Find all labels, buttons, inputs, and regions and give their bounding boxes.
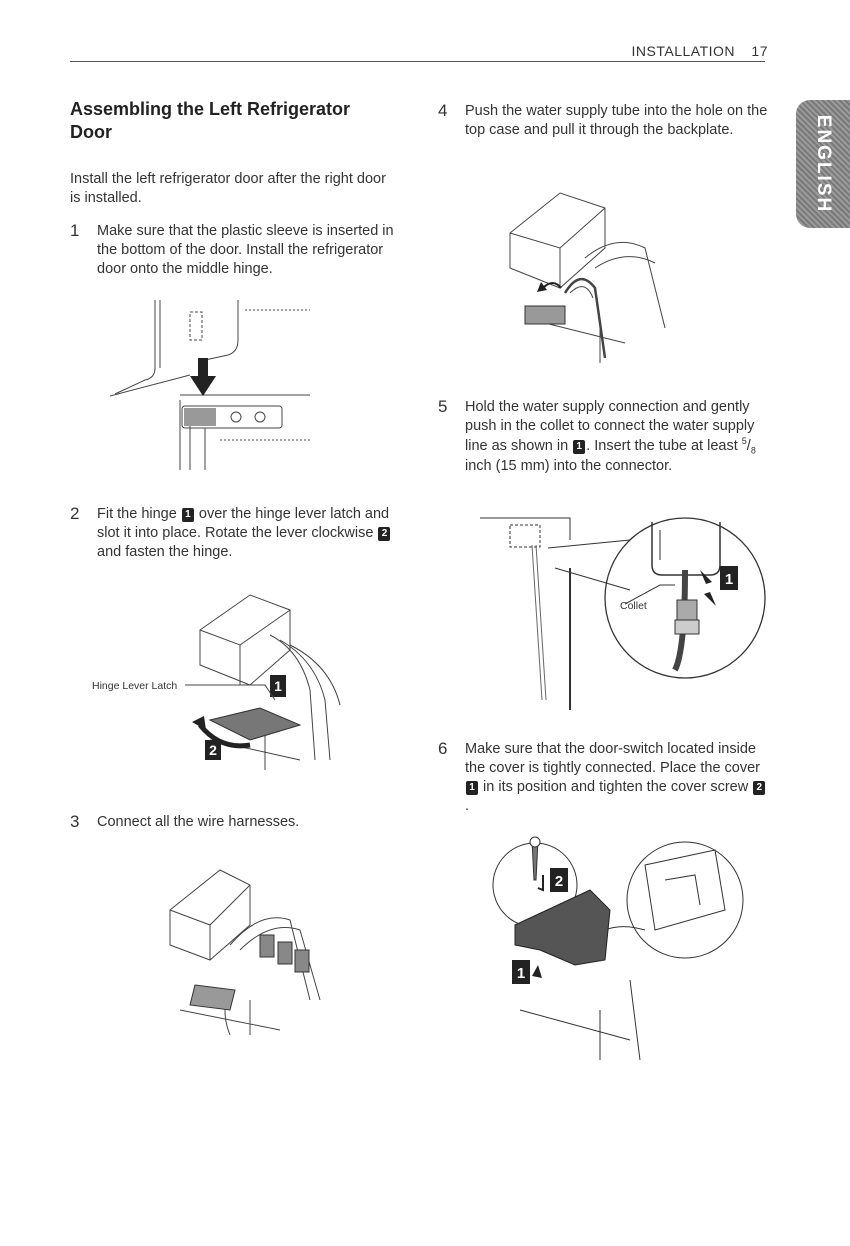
step-text-a: Hold the water supply connection and gen… xyxy=(465,399,755,454)
fraction-denominator: 8 xyxy=(750,445,756,456)
callout-badge-2: 2 xyxy=(378,526,391,541)
language-tab: ENGLISH xyxy=(796,100,850,228)
step-text: Connect all the wire harnesses. xyxy=(97,814,300,830)
step-text-c: inch (15 mm) into the connector. xyxy=(465,458,673,475)
header-text: INSTALLATION 17 xyxy=(632,43,768,59)
step-6: 6 Make sure that the door-switch located… xyxy=(438,739,768,815)
header-rule xyxy=(70,61,765,62)
section-title: Assembling the Left Refrigerator Door xyxy=(70,99,351,143)
step-text-b: . Insert the tube at least xyxy=(586,437,738,454)
figure-cover-screw: 2 1 xyxy=(492,836,744,1060)
figure-callout-1: 1 xyxy=(725,571,733,588)
figure-water-tube xyxy=(509,192,666,363)
step-text-c: . xyxy=(465,797,470,814)
step-text: Make sure that the door-switch located i… xyxy=(465,740,768,815)
step-4: 4 Push the water supply tube into the ho… xyxy=(438,101,768,140)
step-number: 6 xyxy=(438,739,448,758)
step-number: 3 xyxy=(70,812,80,831)
figure-collet: 1 xyxy=(480,517,766,710)
step-3: 3 Connect all the wire harnesses. xyxy=(70,812,400,832)
callout-badge-2: 2 xyxy=(753,780,766,795)
figure-callout-1: 1 xyxy=(517,965,525,982)
page-number: 17 xyxy=(751,43,768,59)
step-text-b: over the hinge lever latch and slot it i… xyxy=(97,506,390,541)
step-text-b: in its position and tighten the cover sc… xyxy=(483,778,749,795)
callout-badge-1: 1 xyxy=(181,508,194,522)
callout-badge-1: 1 xyxy=(466,780,478,795)
step-number: 5 xyxy=(438,397,448,416)
label-collet: Collet xyxy=(620,600,647,612)
step-number: 1 xyxy=(70,221,80,240)
callout-badge-1: 1 xyxy=(573,439,586,454)
figure-wire-harnesses xyxy=(169,869,321,1035)
step-5: 5 Hold the water supply connection and g… xyxy=(438,397,768,476)
fraction-numerator: 5 xyxy=(741,435,747,446)
step-text: Make sure that the plastic sleeve is ins… xyxy=(97,223,394,277)
figure-callout-2: 2 xyxy=(209,742,217,758)
step-number: 2 xyxy=(70,504,80,523)
step-text: Fit the hinge 1 over the hinge lever lat… xyxy=(97,505,400,562)
figure-callout-2: 2 xyxy=(555,873,563,890)
step-number: 4 xyxy=(438,101,448,120)
header-section: INSTALLATION xyxy=(631,43,736,59)
step-text: Hold the water supply connection and gen… xyxy=(465,399,756,475)
step-2: 2 Fit the hinge 1 over the hinge lever l… xyxy=(70,504,400,562)
step-text-a: Make sure that the door-switch located i… xyxy=(465,741,760,776)
page-header: INSTALLATION 17 xyxy=(70,40,780,62)
step-1: 1 Make sure that the plastic sleeve is i… xyxy=(70,221,400,279)
figure-door-hinge xyxy=(110,300,310,470)
step-text: Push the water supply tube into the hole… xyxy=(465,103,768,138)
figure-hinge-lever: 1 2 xyxy=(185,594,341,770)
intro-text: Install the left refrigerator door after… xyxy=(70,171,386,206)
figure-callout-1: 1 xyxy=(274,678,282,694)
label-hinge-lever-latch: Hinge Lever Latch xyxy=(92,680,178,692)
step-text-a: Fit the hinge xyxy=(97,506,177,522)
step-text-c: and fasten the hinge. xyxy=(97,543,233,560)
language-tab-label: ENGLISH xyxy=(813,114,834,214)
